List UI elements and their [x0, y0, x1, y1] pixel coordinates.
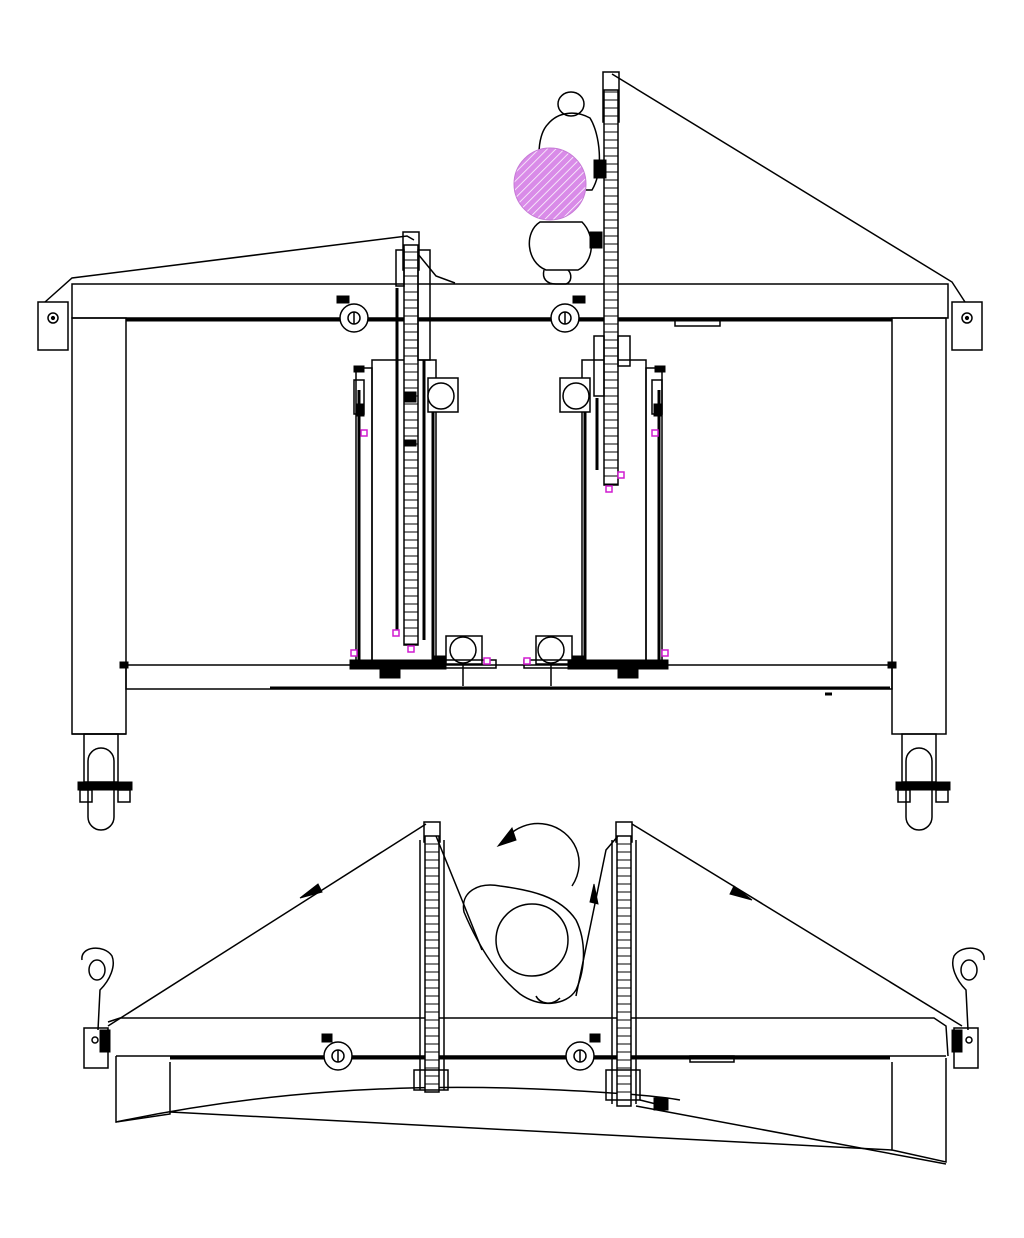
support-cables — [44, 73, 966, 303]
folded-load — [462, 884, 585, 1005]
pulley-icon — [336, 295, 369, 333]
caster-wheel-icon — [77, 733, 133, 831]
folded-beam — [107, 1017, 949, 1063]
left-leg — [71, 317, 127, 735]
pulley-icon — [565, 1033, 601, 1071]
right-leg — [891, 317, 947, 735]
folded-frame-assembly — [81, 821, 985, 1165]
suspended-load — [513, 91, 601, 285]
left-hinge-bracket — [81, 947, 114, 1069]
right-hinge-bracket — [951, 947, 985, 1069]
bottom-rail — [119, 661, 897, 696]
pulley-icon — [321, 1033, 353, 1071]
right-carriage — [523, 359, 669, 686]
lift-frame-assembly — [37, 71, 983, 831]
winch-mast-icon — [605, 821, 669, 1111]
folded-legs — [115, 1056, 947, 1165]
sensor-markers — [350, 429, 669, 665]
left-end-bracket — [37, 301, 69, 351]
pulley-icon — [550, 295, 586, 333]
load-ball-icon — [513, 147, 587, 221]
caster-wheel-icon — [895, 733, 951, 831]
winch-mast-icon — [395, 231, 431, 646]
winch-mast-icon — [413, 821, 449, 1093]
left-carriage — [349, 359, 497, 686]
right-end-bracket — [951, 301, 983, 351]
rotation-arrow-icon — [496, 822, 580, 887]
overhead-beam — [71, 283, 949, 327]
folded-cables — [107, 823, 963, 1027]
